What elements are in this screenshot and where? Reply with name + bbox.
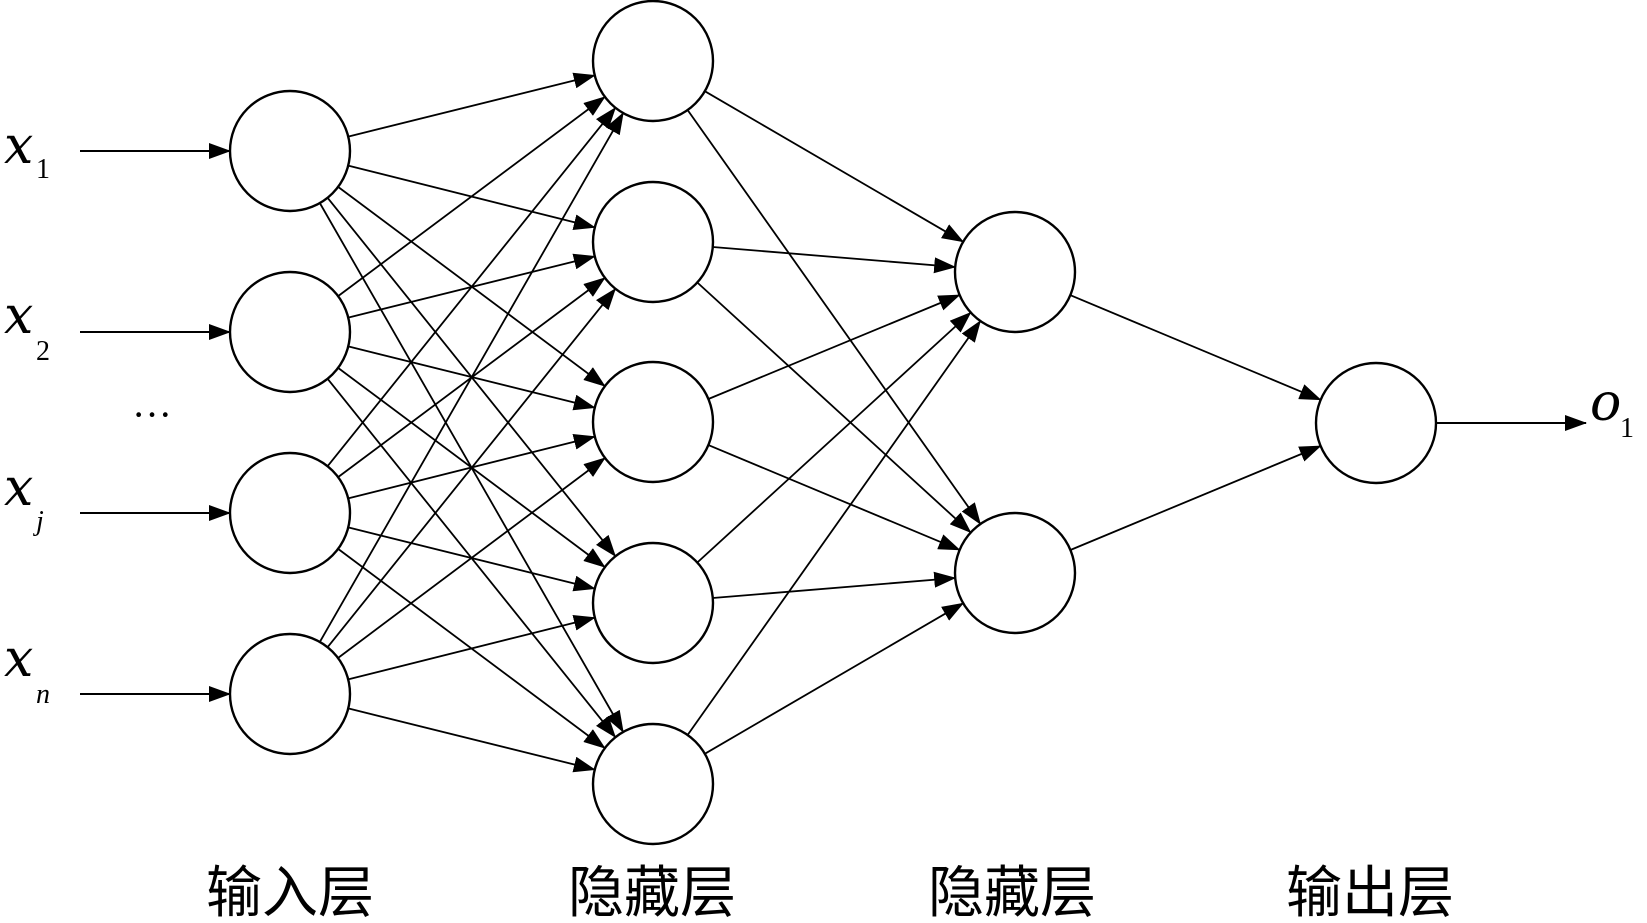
node-input-2 xyxy=(228,270,352,394)
connections-group xyxy=(319,72,1322,773)
edge-hidden1-3-to-hidden2-1 xyxy=(708,294,961,400)
node-hidden1-1 xyxy=(591,0,715,123)
edge-hidden1-5-to-hidden2-1 xyxy=(686,320,982,736)
edge-hidden1-3-to-hidden2-2 xyxy=(708,444,961,551)
node-hidden1-5 xyxy=(591,722,715,846)
edge-input-4-to-hidden1-1 xyxy=(319,112,624,643)
node-input-3 xyxy=(228,451,352,575)
edge-hidden1-2-to-hidden2-1 xyxy=(712,246,957,274)
input-var-xj-main: x xyxy=(4,458,33,518)
edge-hidden1-1-to-hidden2-2 xyxy=(686,109,982,525)
edge-hidden1-5-to-hidden2-2 xyxy=(704,602,965,755)
input-var-x1-main: x xyxy=(4,116,33,176)
edge-input-2-to-hidden1-1 xyxy=(337,96,606,297)
input-var-xn-sub: n xyxy=(36,679,50,710)
edge-hidden1-4-to-hidden2-1 xyxy=(696,311,972,564)
input-var-x2-sub: 2 xyxy=(36,336,50,367)
layer-label-hidden-2: 隐藏层 xyxy=(928,861,1096,923)
input-label-x1: x 1 xyxy=(4,116,50,185)
input-label-xn: x n xyxy=(4,629,50,710)
layer-label-input: 输入层 xyxy=(206,861,374,923)
input-ellipsis: ··· xyxy=(132,392,172,437)
node-hidden1-3 xyxy=(591,360,715,484)
node-hidden2-2 xyxy=(953,511,1077,635)
node-hidden1-2 xyxy=(591,180,715,304)
node-hidden1-4 xyxy=(591,541,715,665)
edge-input-4-to-hidden1-4 xyxy=(347,614,596,681)
input-var-xj-sub: j xyxy=(33,506,44,537)
edge-input-4-to-hidden1-2 xyxy=(326,288,617,648)
node-input-1 xyxy=(228,89,352,213)
layer-label-output: 输出层 xyxy=(1286,861,1454,923)
node-input-4 xyxy=(228,632,352,756)
input-var-x1-sub: 1 xyxy=(36,154,50,185)
edge-input-1-to-hidden1-1 xyxy=(347,72,596,138)
input-var-xn-main: x xyxy=(4,629,33,689)
io-arrows-group xyxy=(80,143,1587,702)
edge-hidden1-4-to-hidden2-2 xyxy=(712,571,957,599)
nodes-group xyxy=(228,0,1438,846)
node-output-1 xyxy=(1314,361,1438,485)
edge-input-4-to-hidden1-3 xyxy=(337,457,606,659)
input-var-x2-main: x xyxy=(4,286,33,346)
edge-input-4-to-hidden1-5 xyxy=(347,707,596,773)
output-var-o1-main: o xyxy=(1590,373,1621,433)
edge-hidden1-1-to-hidden2-1 xyxy=(704,90,965,243)
edge-hidden1-2-to-hidden2-2 xyxy=(696,281,972,534)
output-var-o1-sub: 1 xyxy=(1620,413,1634,444)
input-label-x2: x 2 xyxy=(4,286,50,367)
input-label-xj: x j xyxy=(4,458,44,537)
output-label-o1: o 1 xyxy=(1590,373,1634,444)
edge-input-3-to-hidden1-1 xyxy=(326,107,617,467)
edge-hidden2-1-to-output-1 xyxy=(1070,294,1322,401)
node-hidden2-1 xyxy=(953,210,1077,334)
edge-hidden2-2-to-output-1 xyxy=(1070,445,1322,551)
layer-label-hidden-1: 隐藏层 xyxy=(568,861,736,923)
